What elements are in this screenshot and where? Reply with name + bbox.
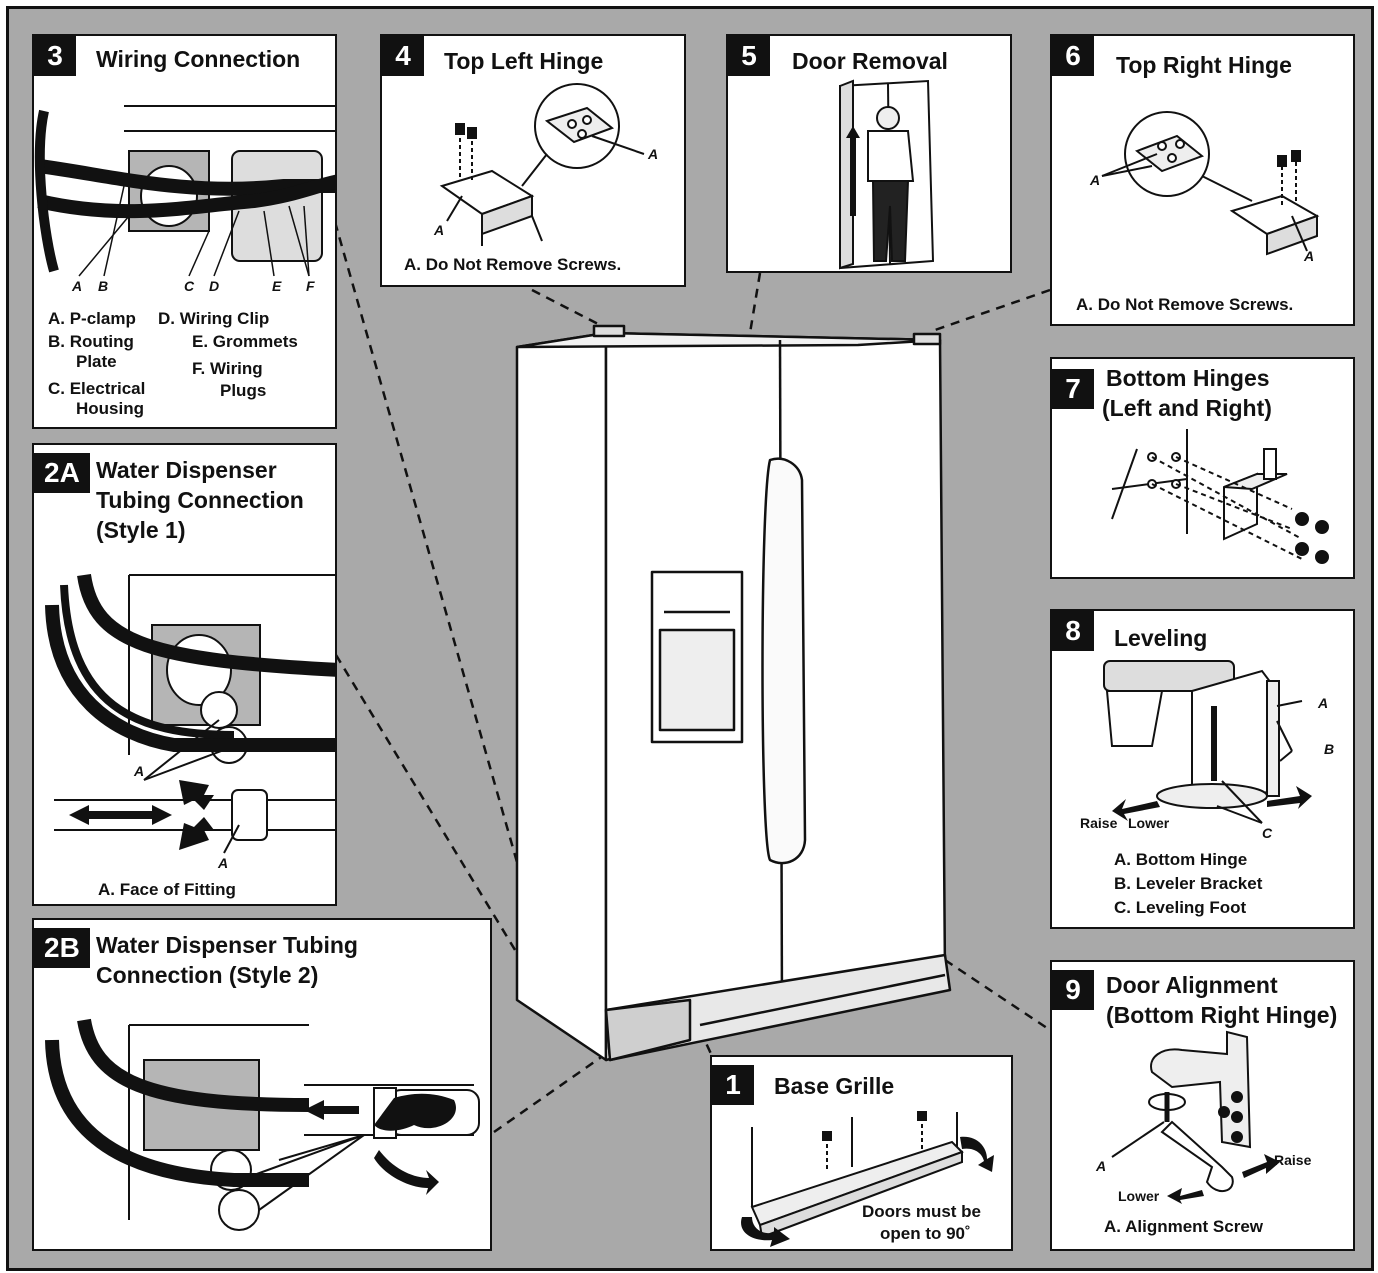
step-number: 6 xyxy=(1052,36,1094,76)
panel-door-alignment: 9 Door Alignment (Bottom Right Hinge) A … xyxy=(1050,960,1355,1251)
wiring-illustration xyxy=(34,105,335,277)
panel-door-removal: 5 Door Removal xyxy=(726,34,1012,273)
hinge-illustration xyxy=(1101,111,1320,256)
panel-title-line: Bottom Hinges xyxy=(1106,365,1270,391)
label-d: D xyxy=(209,278,220,294)
label-a: A xyxy=(1318,695,1329,711)
lower-label: Lower xyxy=(1118,1188,1160,1204)
legend-line: F. Wiring xyxy=(192,359,263,378)
panel-top-right-hinge: 6 Top Right Hinge A A A. Do Not Remove S… xyxy=(1050,34,1355,326)
panel-note-line: open to 90˚ xyxy=(880,1224,971,1243)
panel-title-line: (Bottom Right Hinge) xyxy=(1106,1002,1338,1028)
label-a: A xyxy=(648,146,659,162)
base-grille-illustration xyxy=(741,1111,994,1247)
step-number: 1 xyxy=(712,1065,754,1105)
panel-title: Wiring Connection xyxy=(96,46,301,72)
legend-line: B. Routing xyxy=(48,332,134,351)
legend-line: C. Electrical xyxy=(48,379,146,398)
legend-line: Plate xyxy=(76,352,117,371)
panel-note-line: Doors must be xyxy=(862,1202,982,1221)
label-a: A xyxy=(1090,172,1101,188)
legend-line: D. Wiring Clip xyxy=(158,309,270,328)
legend-line: Plugs xyxy=(220,381,267,400)
panel-title: Leveling xyxy=(1114,625,1208,651)
label-e: E xyxy=(272,278,282,294)
step-number: 3 xyxy=(34,36,76,76)
label-b: B xyxy=(1324,741,1335,757)
panel-title-line: Connection (Style 2) xyxy=(96,962,319,988)
legend-line: E. Grommets xyxy=(192,332,298,351)
label-b: B xyxy=(98,278,109,294)
label-a: A xyxy=(72,278,83,294)
panel-title-line: Water Dispenser Tubing xyxy=(96,932,358,958)
tubing-illustration xyxy=(45,1018,480,1231)
panel-wiring-connection: 3 Wiring Connection A B C D E F A. P-cla… xyxy=(32,34,337,429)
step-number: 9 xyxy=(1052,970,1094,1010)
legend-line: B. Leveler Bracket xyxy=(1114,874,1263,893)
step-number: 2A xyxy=(34,453,90,493)
panel-water-dispenser-style-1: 2A Water Dispenser Tubing Connection (St… xyxy=(32,443,337,906)
step-number: 2B xyxy=(34,928,90,968)
panel-top-left-hinge: 4 Top Left Hinge A A A. Do Not Remove Sc… xyxy=(380,34,686,287)
panel-caption: A. Alignment Screw xyxy=(1104,1217,1264,1236)
panel-water-dispenser-style-2: 2B Water Dispenser Tubing Connection (St… xyxy=(32,918,492,1251)
door-removal-illustration xyxy=(839,79,935,270)
panel-title-line: Tubing Connection xyxy=(96,487,304,513)
tubing-illustration xyxy=(45,573,335,854)
legend-line: A. P-clamp xyxy=(48,309,136,328)
leveling-illustration xyxy=(1103,660,1312,824)
panel-caption: A. Do Not Remove Screws. xyxy=(1076,295,1294,314)
panel-title-line: Water Dispenser xyxy=(96,457,277,483)
panel-title-line: (Style 1) xyxy=(96,517,186,543)
panel-bottom-hinges: 7 Bottom Hinges (Left and Right) xyxy=(1050,357,1355,579)
hinge-illustration xyxy=(439,83,645,246)
label-c: C xyxy=(1262,825,1273,841)
alignment-illustration xyxy=(1111,1030,1280,1204)
panel-caption: A. Face of Fitting xyxy=(98,880,236,899)
label-a: A xyxy=(1304,248,1315,264)
step-number: 5 xyxy=(728,36,770,76)
legend-line: C. Leveling Foot xyxy=(1114,898,1247,917)
panel-base-grille: 1 Base Grille Doors must be open to 90˚ xyxy=(710,1055,1013,1251)
raise-label: Raise xyxy=(1080,815,1118,831)
panel-title: Top Right Hinge xyxy=(1116,52,1292,78)
label-f: F xyxy=(306,278,315,294)
lower-label: Lower xyxy=(1128,815,1170,831)
panel-leveling: 8 Leveling A B C Raise Lower A. Bottom H… xyxy=(1050,609,1355,929)
step-number: 4 xyxy=(382,36,424,76)
panel-title: Top Left Hinge xyxy=(444,48,604,74)
panel-title: Door Removal xyxy=(792,48,948,74)
raise-label: Raise xyxy=(1274,1152,1312,1168)
panel-title-line: Door Alignment xyxy=(1106,972,1278,998)
step-number: 7 xyxy=(1052,369,1094,409)
panel-title-line: (Left and Right) xyxy=(1102,395,1272,421)
label-c: C xyxy=(184,278,195,294)
panel-title: Base Grille xyxy=(774,1073,895,1099)
step-number: 8 xyxy=(1052,611,1094,651)
panel-caption: A. Do Not Remove Screws. xyxy=(404,255,622,274)
label-a: A xyxy=(434,222,445,238)
label-a: A xyxy=(134,763,145,779)
bottom-hinge-illustration xyxy=(1111,429,1329,564)
label-a: A xyxy=(1096,1158,1107,1174)
legend-line: A. Bottom Hinge xyxy=(1114,850,1248,869)
label-a: A xyxy=(218,855,229,871)
legend-line: Housing xyxy=(76,399,144,418)
